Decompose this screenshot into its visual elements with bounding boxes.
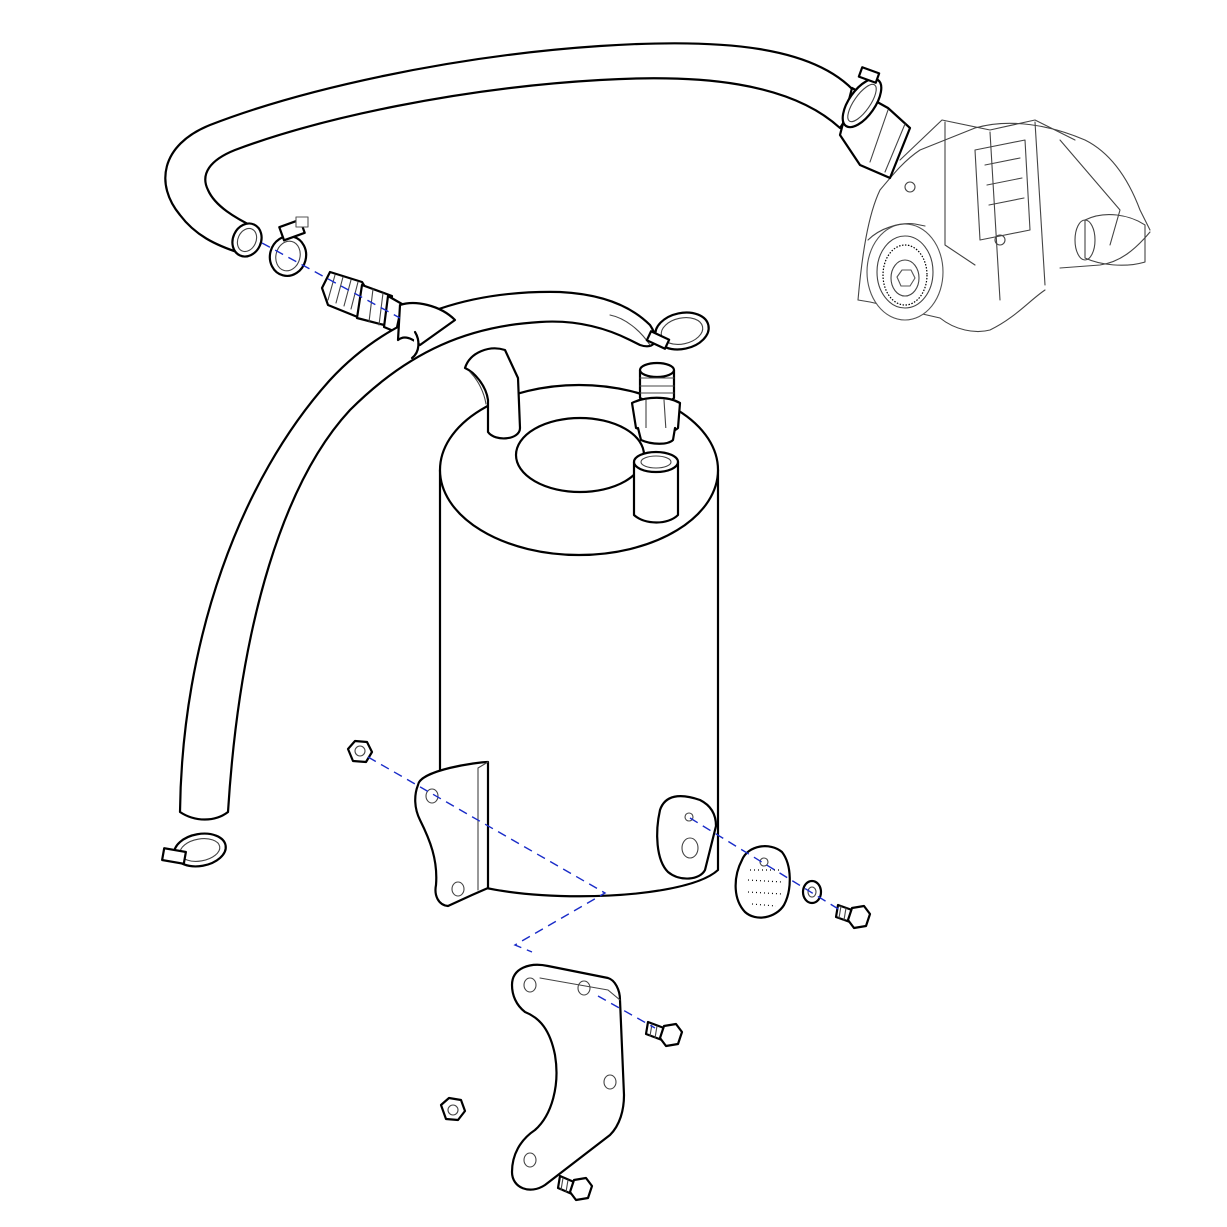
canister-bracket xyxy=(656,795,718,880)
hex-bolt xyxy=(644,1020,684,1048)
elbow-hose xyxy=(396,302,457,360)
outlet-fitting xyxy=(632,450,680,524)
hose-clamp xyxy=(841,66,883,129)
hose-clamp xyxy=(645,311,710,351)
hex-bolt xyxy=(556,1174,594,1202)
hex-bolt xyxy=(834,903,872,930)
engine-pulley-housing xyxy=(857,119,1151,333)
hose-barb-fitting xyxy=(630,361,682,445)
washer xyxy=(801,879,823,905)
upper-hose xyxy=(164,42,862,258)
hose-clamp xyxy=(161,832,227,868)
gasket xyxy=(734,845,791,919)
elbow-hose xyxy=(463,347,522,440)
hose-clamp xyxy=(268,216,309,277)
mounting-bracket xyxy=(510,963,626,1191)
hex-nut xyxy=(346,739,374,764)
assembly-centerlines xyxy=(261,242,841,1029)
canister-bracket xyxy=(414,760,490,908)
hose-barb-fitting xyxy=(320,270,404,334)
hex-nut xyxy=(439,1096,467,1122)
